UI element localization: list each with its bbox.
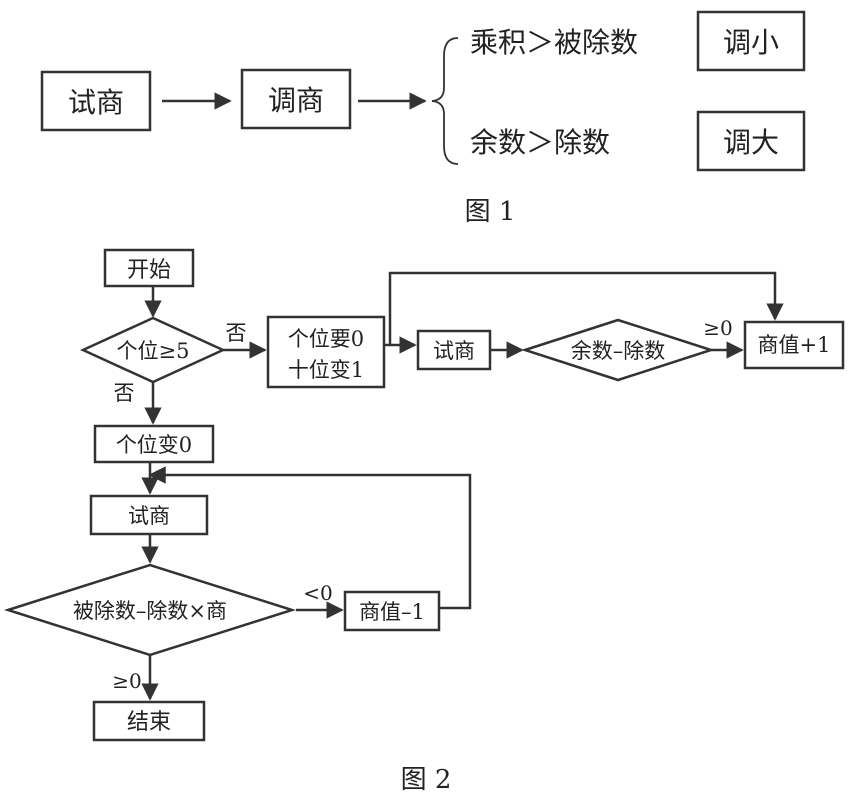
- decision-remainder-label: 余数–除数: [571, 339, 666, 363]
- box-decrease: [696, 10, 806, 72]
- decision-product-label: 被除数–除数×商: [73, 599, 227, 623]
- fig1-caption: 图 1: [465, 197, 516, 227]
- end-label: 结束: [127, 710, 171, 735]
- decision-units-label: 个位≥5: [117, 339, 190, 363]
- start-label: 开始: [127, 258, 171, 283]
- fig2-caption: 图 2: [401, 765, 452, 795]
- end-box: [92, 700, 206, 742]
- box-try-quotient: [40, 70, 152, 132]
- box-units-change: [93, 424, 215, 464]
- fig1-condition-upper: 乘积＞被除数: [470, 26, 638, 59]
- fig1-try-label: 试商: [68, 86, 124, 119]
- figure-1: [40, 10, 806, 172]
- curly-brace: [431, 37, 459, 165]
- label-no-right: 否: [226, 321, 247, 345]
- try-left-label: 试商: [128, 504, 170, 528]
- label-ge0-down: ≥0: [112, 669, 141, 693]
- fig1-action-lower: 调大: [723, 126, 779, 159]
- units-box-line-2: 十位变1: [288, 358, 364, 382]
- fig1-action-upper: 调小: [723, 26, 779, 59]
- figure-2-connectors: [141, 271, 784, 701]
- label-ge0-right: ≥0: [703, 316, 732, 340]
- box-quotient-minus-one: [343, 590, 441, 632]
- box-units-to-zero: [266, 315, 386, 389]
- units-change-label: 个位变0: [116, 433, 192, 457]
- units-box-line-1: 个位要0: [288, 327, 364, 351]
- decision-product-diamond: [3, 563, 297, 657]
- box-increase: [696, 110, 806, 172]
- start-box: [103, 248, 195, 288]
- box-adjust-quotient: [240, 68, 352, 130]
- fig1-condition-lower: 余数＞除数: [470, 126, 610, 159]
- loop-minus-to-try: [148, 466, 472, 610]
- label-lt0: <0: [303, 581, 332, 605]
- box-quotient-plus-one: [743, 320, 845, 370]
- fig1-adjust-label: 调商: [268, 84, 324, 117]
- label-no-down: 否: [114, 381, 135, 405]
- loop-units-box-to-plus: [388, 271, 784, 345]
- try-right-label: 试商: [433, 339, 475, 363]
- quotient-plus-label: 商值+1: [758, 333, 831, 357]
- quotient-minus-label: 商值–1: [359, 600, 425, 624]
